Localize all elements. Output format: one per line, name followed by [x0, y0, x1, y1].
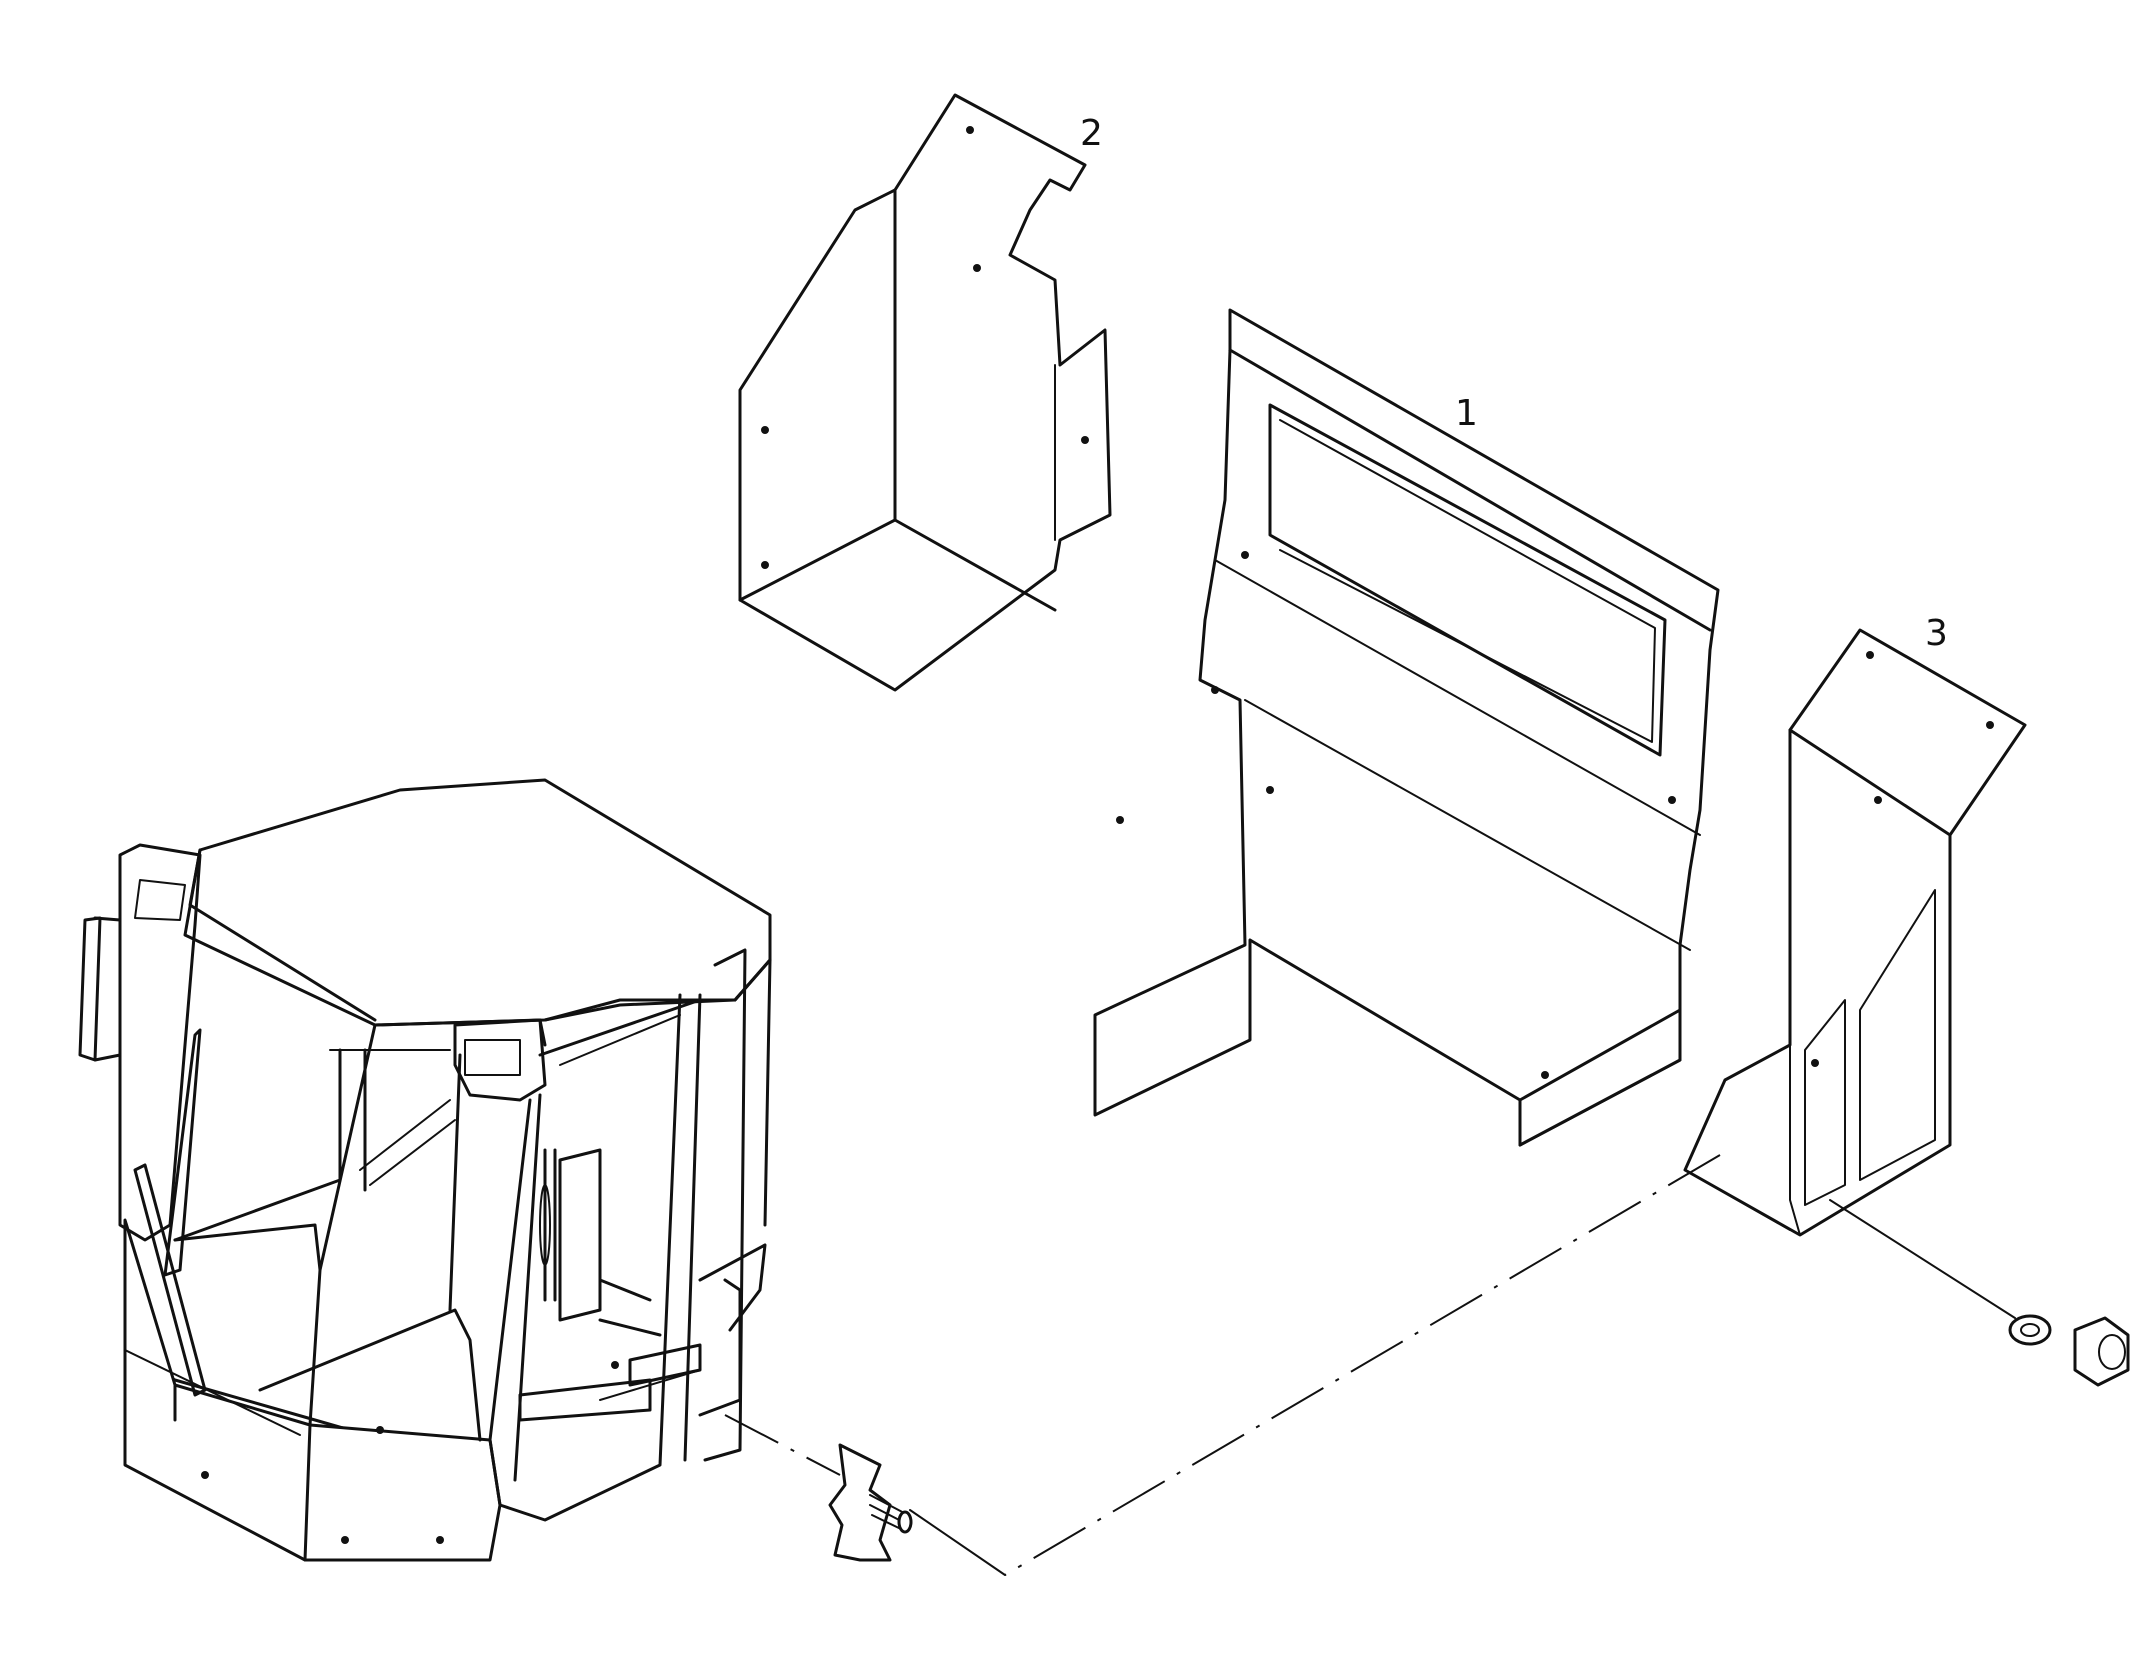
callout-1: 1	[1455, 393, 1478, 434]
cab-assembly	[78, 778, 772, 1562]
nut	[2073, 1316, 2130, 1387]
callout-2: 2	[1080, 113, 1103, 154]
assembly-leader-lines	[724, 1154, 2016, 1576]
part-1-panel: 1	[1093, 308, 1720, 1147]
stud-fastener	[828, 1443, 913, 1562]
callout-3: 3	[1925, 613, 1948, 654]
washer	[2008, 1314, 2052, 1346]
part-3-bracket: 3	[1683, 613, 2027, 1237]
part-2-bracket: 2	[738, 93, 1112, 692]
